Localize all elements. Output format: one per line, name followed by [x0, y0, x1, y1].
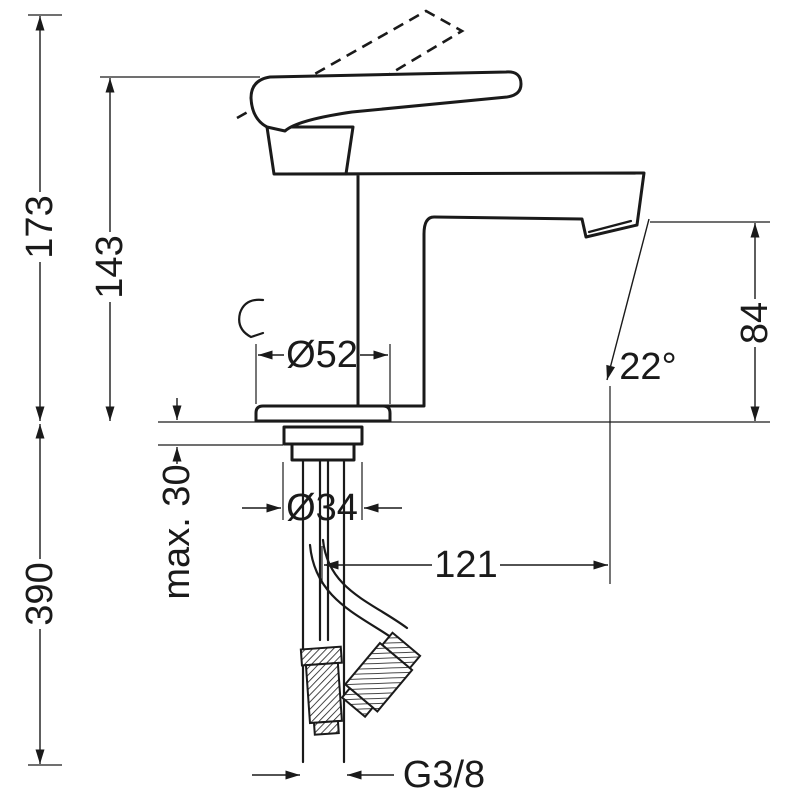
dim-max30: max. 30 [156, 398, 198, 600]
dim-thread-g38: G3/8 [252, 754, 485, 796]
dim-34: Ø34 [242, 462, 402, 529]
shank [301, 458, 346, 764]
mounting-flange [282, 425, 364, 446]
dim-390: 390 [19, 424, 62, 766]
body-spout [281, 171, 646, 408]
handle-lever-raised-dashed [236, 9, 465, 120]
dim-52: Ø52 [255, 334, 391, 404]
faucet-outline [158, 9, 770, 764]
hose-connector-left [299, 645, 343, 736]
dim-143: 143 [89, 76, 260, 421]
dim-173: 173 [19, 14, 62, 421]
dim-thread-label: G3/8 [403, 754, 485, 796]
pull-rod-hook [238, 298, 265, 339]
dim-143-label: 143 [89, 235, 131, 298]
hose-body [304, 661, 343, 725]
dim-84: 84 [650, 221, 776, 421]
cartridge-housing [265, 125, 355, 176]
hose-connector-right [340, 631, 422, 719]
supply-hose-right [308, 538, 409, 642]
handle-lever [249, 70, 523, 133]
hose-tip [312, 720, 340, 736]
dim-84-label: 84 [734, 302, 776, 344]
dim-390-label: 390 [19, 562, 61, 625]
hose-tip [340, 686, 375, 719]
dim-34-label: Ø34 [286, 487, 358, 529]
dim-121-label: 121 [434, 544, 497, 586]
angle-leader-line [606, 218, 650, 381]
dim-max30-label: max. 30 [156, 464, 198, 599]
pull-rod [318, 458, 330, 642]
dim-52-label: Ø52 [286, 334, 358, 376]
base-plate [254, 404, 392, 423]
mounting-nut [290, 442, 356, 462]
aerator [587, 219, 633, 234]
dim-173-label: 173 [19, 195, 61, 258]
dim-angle-label: 22° [619, 346, 676, 388]
dim-121: 121 [321, 386, 611, 586]
dim-angle-22: 22° [606, 218, 677, 388]
